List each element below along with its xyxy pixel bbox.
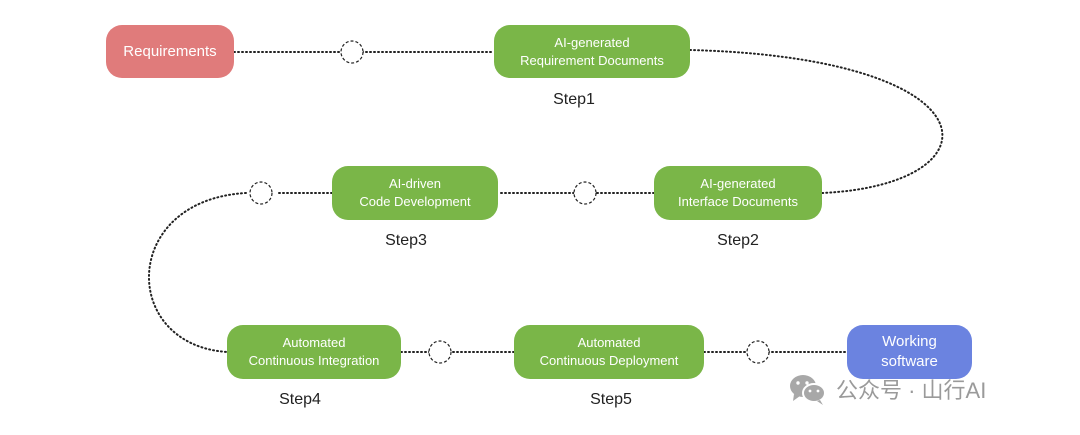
connector-step1-step2	[689, 49, 944, 194]
node-step1-line2: Requirement Documents	[520, 52, 664, 68]
junction-circle	[249, 181, 273, 205]
node-step3-line2: Code Development	[359, 194, 471, 209]
junction-circle	[746, 340, 770, 364]
step-label-2: Step2	[717, 232, 759, 249]
node-step3-line1: AI-driven	[388, 176, 442, 191]
connector-loop-step4	[148, 192, 247, 353]
junction-circle	[340, 40, 364, 64]
watermark-text: 公众号 · 山行AI	[836, 378, 987, 403]
node-step4-line2: Continuous Integration	[248, 353, 380, 368]
node-working-line2: software	[881, 353, 938, 370]
node-step1: AI-generated Requirement Documents	[494, 25, 690, 78]
node-step2-line2: Interface Documents	[678, 194, 798, 209]
watermark: 公众号 · 山行AI	[788, 372, 986, 406]
node-working-line1: Working	[882, 333, 937, 350]
node-requirements: Requirements	[106, 25, 234, 78]
step-label-5: Step5	[590, 391, 632, 408]
wechat-icon	[788, 372, 828, 406]
junction-circle	[428, 340, 452, 364]
node-requirements-line: Requirements	[123, 42, 217, 60]
node-step3: AI-driven Code Development	[332, 166, 498, 220]
node-step4: Automated Continuous Integration	[227, 325, 401, 379]
step-label-3: Step3	[385, 232, 427, 249]
node-step1-line1: AI-generated	[554, 34, 630, 50]
node-working-software: Working software	[847, 325, 972, 379]
node-step2-line1: AI-generated	[700, 176, 776, 191]
node-step4-line1: Automated	[282, 335, 346, 350]
junction-circle	[573, 181, 597, 205]
step-label-1: Step1	[553, 91, 595, 108]
node-step5: Automated Continuous Deployment	[514, 325, 704, 379]
node-step5-line1: Automated	[577, 335, 641, 350]
node-step2: AI-generated Interface Documents	[654, 166, 822, 220]
step-label-4: Step4	[279, 391, 321, 408]
node-step5-line2: Continuous Deployment	[539, 353, 679, 368]
